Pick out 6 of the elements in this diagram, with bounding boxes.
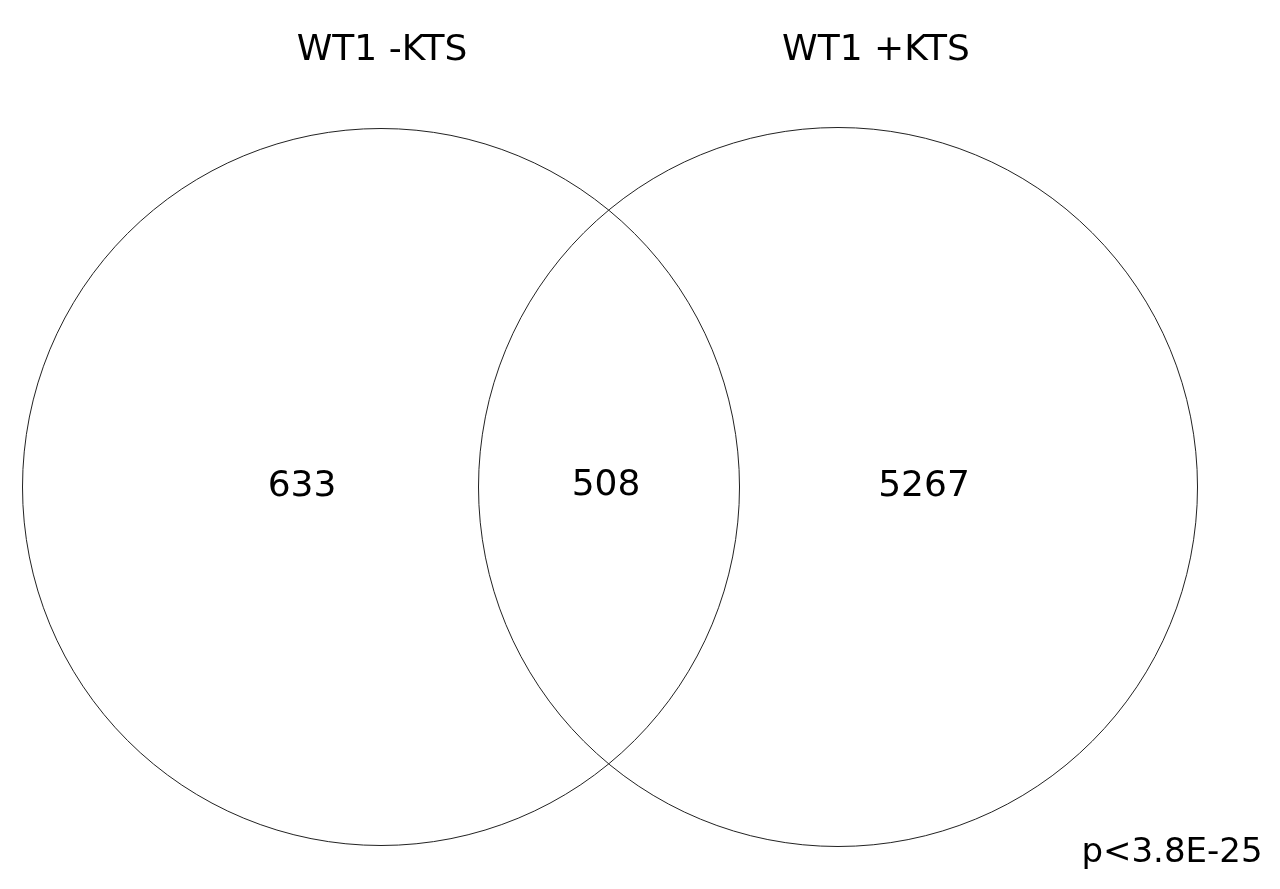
count-label: 5267 — [878, 462, 970, 504]
count-label: 633 — [267, 462, 337, 504]
set-title: WT1 +KTS — [782, 26, 970, 68]
count-label: 508 — [571, 461, 641, 503]
p-value-note: p<3.8E-25 — [1081, 830, 1263, 870]
set-title: WT1 -KTS — [296, 26, 468, 68]
